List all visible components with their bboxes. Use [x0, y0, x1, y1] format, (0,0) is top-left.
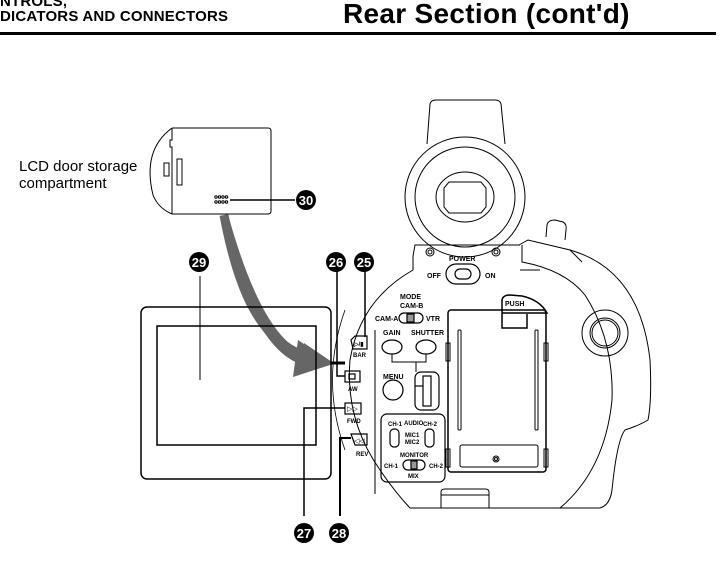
bar-button[interactable]: ▷/▮ — [350, 335, 368, 350]
lcd-door-label-line1: LCD door storage — [19, 158, 138, 175]
svg-text:25: 25 — [357, 255, 371, 270]
mode-label: MODE — [400, 294, 421, 301]
shutter-button[interactable] — [415, 339, 437, 355]
lcd-door — [149, 127, 295, 215]
monitor-label: MONITOR — [400, 453, 429, 459]
fwd-button[interactable]: ▷▷ — [344, 402, 362, 415]
audio-ch2-label: CH-2 — [423, 422, 438, 428]
lcd-door-label-line2: compartment — [19, 175, 107, 192]
aw-button[interactable] — [344, 370, 361, 383]
audio-label: AUDIO — [404, 421, 424, 427]
gain-button[interactable] — [381, 339, 403, 355]
power-off-label: OFF — [427, 273, 442, 280]
callout-25: 25 — [354, 252, 374, 272]
callout-29: 29 — [189, 252, 209, 272]
storage-dots — [214, 195, 229, 204]
svg-text:30: 30 — [299, 193, 313, 208]
svg-text:28: 28 — [332, 526, 346, 541]
svg-text:26: 26 — [329, 255, 343, 270]
jog-dial[interactable] — [414, 371, 440, 411]
audio-ch1-switch[interactable] — [389, 428, 400, 448]
section-heading: NTROLS, DICATORS AND CONNECTORS — [0, 0, 228, 24]
audio-panel — [380, 413, 446, 483]
svg-text:▷/▮: ▷/▮ — [353, 341, 364, 348]
power-on-label: ON — [485, 273, 496, 280]
mode-switch[interactable] — [398, 312, 424, 324]
bar-label: BAR — [353, 353, 367, 359]
mic1-label: MIC1 — [405, 433, 420, 439]
svg-text:▷▷: ▷▷ — [347, 406, 358, 413]
shutter-label: SHUTTER — [411, 330, 444, 337]
page-title: Rear Section (cont'd) — [343, 0, 630, 29]
callout-28: 28 — [329, 523, 349, 543]
mic2-label: MIC2 — [405, 440, 420, 446]
aw-label: AW — [348, 387, 358, 393]
gain-label: GAIN — [383, 330, 401, 337]
mode-vtr-label: VTR — [426, 316, 440, 323]
svg-text:27: 27 — [297, 526, 311, 541]
callout-26: 26 — [326, 252, 346, 272]
header-rule — [0, 32, 716, 35]
audio-ch2-switch[interactable] — [424, 428, 435, 448]
menu-button[interactable] — [382, 379, 404, 401]
monitor-ch1-label: CH-1 — [384, 464, 399, 470]
callout-30: 30 — [296, 190, 316, 210]
monitor-switch[interactable] — [402, 459, 426, 471]
monitor-ch2-label: CH-2 — [429, 464, 444, 470]
leader-lines — [303, 270, 366, 516]
power-label: POWER — [449, 256, 475, 263]
fwd-label: FWD — [347, 419, 361, 425]
gain-shutter-connector — [391, 354, 427, 372]
curved-arrow-body — [219, 214, 307, 361]
section-heading-line2: DICATORS AND CONNECTORS — [0, 8, 229, 25]
svg-text:29: 29 — [192, 255, 206, 270]
push-label: PUSH — [505, 301, 524, 308]
mix-label: MIX — [408, 474, 419, 480]
mode-cam-a-label: CAM-A — [375, 316, 398, 323]
rev-label: REV — [356, 452, 368, 458]
audio-ch1-label: CH-1 — [388, 422, 403, 428]
menu-label: MENU — [383, 374, 404, 381]
callout-27: 27 — [294, 523, 314, 543]
push-release[interactable] — [501, 294, 549, 329]
mode-cam-b-label: CAM-B — [400, 303, 423, 310]
power-switch[interactable] — [445, 263, 481, 285]
camera-body — [332, 99, 652, 509]
arrow-head — [293, 340, 333, 377]
rev-button[interactable]: ◁◁ — [350, 433, 368, 446]
battery-compartment — [445, 309, 549, 473]
lcd-monitor — [140, 276, 332, 480]
lcd-door-label: LCD door storage compartment — [19, 158, 137, 192]
svg-text:◁◁: ◁◁ — [354, 438, 365, 445]
section-heading-line1: NTROLS, — [0, 0, 68, 10]
